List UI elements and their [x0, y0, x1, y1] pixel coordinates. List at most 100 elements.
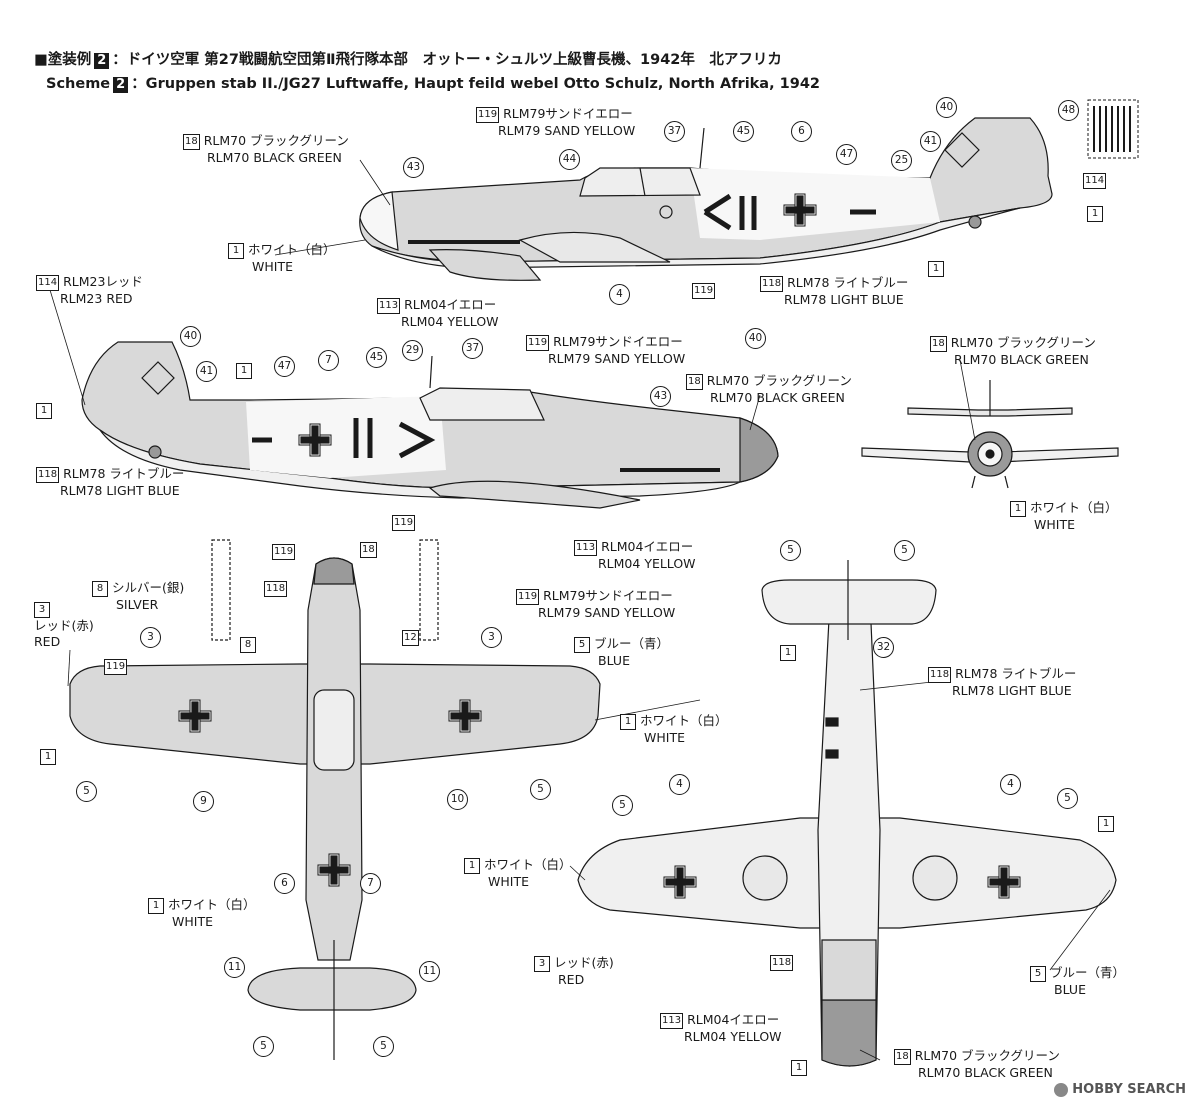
callout-jp: RLM70 ブラックグリーン [950, 335, 1096, 350]
decal-marker-1c: 1 [236, 362, 256, 379]
badge: 8 [240, 636, 256, 653]
callout-jp: RLM04イエロー [687, 1012, 780, 1027]
decal-marker-119c: 119 [272, 543, 299, 560]
decal-marker: 11 [419, 961, 440, 982]
badge: 1 [780, 644, 796, 661]
callout-en: SILVER [116, 596, 159, 612]
decal-marker: 3 [481, 627, 502, 648]
decal-marker: 25 [891, 150, 912, 171]
decal-marker: 9 [193, 791, 214, 812]
decal-marker: 45 [733, 121, 754, 142]
leader-lines [49, 159, 1111, 1061]
callout-en: BLUE [598, 652, 630, 668]
callout-en: RLM79 SAND YELLOW [548, 350, 686, 366]
callout-jp: レッド(赤) [34, 617, 94, 633]
badge: 1 [228, 242, 244, 259]
callout-jp: ホワイト（白） [640, 713, 728, 728]
decal-marker: 6 [274, 873, 295, 894]
badge: 114 [36, 274, 60, 291]
badge: 1 [148, 897, 164, 914]
callout-blue-top: 5 ブルー（青）BLUE [574, 636, 669, 669]
callout-en: RLM78 LIGHT BLUE [952, 682, 1072, 698]
callout-jp: ホワイト（白） [168, 897, 256, 912]
decal-marker: 5 [76, 781, 97, 802]
callout-jp: RLM78 ライトブルー [63, 466, 185, 481]
callout-jp: RLM78 ライトブルー [955, 666, 1077, 681]
decal-marker: 4 [609, 284, 630, 305]
callout-jp: RLM70 ブラックグリーン [203, 133, 349, 148]
badge: 119 [526, 334, 550, 351]
decal-marker: 5 [894, 540, 915, 561]
decal-marker-1f: 1 [780, 644, 800, 661]
callout-en: RLM04 YELLOW [598, 555, 696, 571]
decal-marker: 5 [1057, 788, 1078, 809]
callout-jp: RLM79サンドイエロー [553, 334, 683, 349]
callout-jp: ホワイト（白） [484, 857, 572, 872]
watermark-text: HOBBY SEARCH [1072, 1082, 1186, 1097]
decal-marker-119b: 119 [392, 514, 419, 531]
callout-en: RED [558, 971, 585, 987]
top-view [69, 539, 601, 1060]
callout-jp: シルバー(銀) [112, 580, 185, 595]
badge: 1 [1010, 500, 1026, 517]
callout-en: RLM70 BLACK GREEN [954, 351, 1089, 367]
badge: 1 [236, 362, 252, 379]
badge: 18 [183, 133, 200, 150]
callout-en: BLUE [1054, 981, 1086, 997]
decal-marker-1b: 1 [928, 260, 948, 277]
callout-en: RLM04 YELLOW [684, 1028, 782, 1044]
callout-en: RLM70 BLACK GREEN [918, 1064, 1053, 1080]
decal-marker-1h: 1 [791, 1059, 811, 1076]
badge: 1 [464, 857, 480, 874]
scheme-prefix-jp: ■塗装例 [34, 52, 92, 68]
decal-marker: 40 [180, 326, 201, 347]
watermark: HOBBY SEARCH [1054, 1082, 1186, 1097]
callout-en: RLM23 RED [60, 290, 133, 306]
callout-jp: RLM04イエロー [601, 539, 694, 554]
hobby-search-logo-icon [1054, 1082, 1069, 1097]
decal-marker: 40 [936, 97, 957, 118]
badge: 119 [392, 514, 416, 531]
decal-marker: 32 [873, 637, 894, 658]
badge: 119 [516, 588, 540, 605]
decal-marker-12: 12 [402, 629, 423, 646]
decal-marker: 44 [559, 149, 580, 170]
front-view [861, 380, 1119, 489]
decal-marker: 48 [1058, 100, 1079, 121]
badge: 118 [928, 666, 952, 683]
badge: 1 [36, 402, 52, 419]
decal-marker-119: 119 [692, 282, 719, 299]
badge: 1 [620, 713, 636, 730]
badge: 119 [692, 282, 716, 299]
decal-marker-1g: 1 [1098, 815, 1118, 832]
badge: 5 [574, 636, 590, 653]
callout-en: RLM70 BLACK GREEN [207, 149, 342, 165]
badge: 113 [660, 1012, 684, 1029]
badge: 119 [104, 658, 128, 675]
badge: 3 [34, 601, 50, 618]
decal-marker: 40 [745, 328, 766, 349]
decal-marker: 5 [373, 1036, 394, 1057]
callout-jp: ブルー（青） [594, 636, 670, 651]
decal-marker-118: 118 [264, 580, 291, 597]
decal-marker: 41 [920, 131, 941, 152]
badge: 118 [36, 466, 60, 483]
decal-marker-8: 8 [240, 636, 260, 653]
decal-marker: 45 [366, 347, 387, 368]
callout-en: RLM79 SAND YELLOW [538, 604, 676, 620]
callout-jp: RLM70 ブラックグリーン [914, 1048, 1060, 1063]
decal-marker-1e: 1 [40, 748, 60, 765]
decal-strips [1087, 99, 1139, 159]
scheme-number-en: 2 [113, 77, 129, 93]
